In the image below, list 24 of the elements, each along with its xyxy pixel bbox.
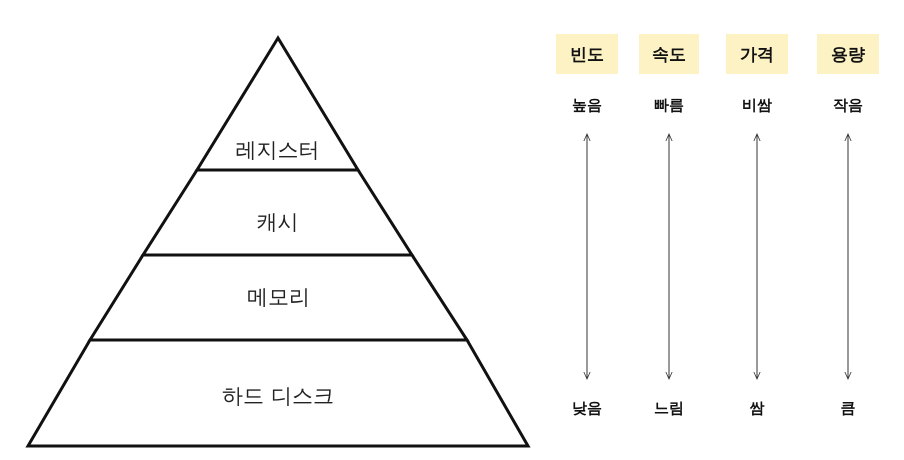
value-label: 느림 <box>644 395 694 421</box>
value-label: 큼 <box>823 395 873 421</box>
double-arrow <box>844 134 852 380</box>
pyramid-level <box>90 255 467 340</box>
level-label: 캐시 <box>256 209 300 236</box>
double-arrow <box>665 134 673 380</box>
value-label: 낮음 <box>562 395 612 421</box>
column-header: 속도 <box>639 34 699 74</box>
value-label: 높음 <box>562 92 612 118</box>
double-arrow <box>583 134 591 380</box>
pyramid-level <box>143 170 412 255</box>
pyramid-level <box>197 38 358 170</box>
level-label: 레지스터 <box>234 137 320 164</box>
pyramid-level <box>28 340 528 446</box>
column-header: 빈도 <box>556 34 618 74</box>
double-arrow <box>753 134 761 380</box>
level-label: 메모리 <box>246 284 311 311</box>
value-label: 빠름 <box>644 92 694 118</box>
value-label: 비쌈 <box>732 92 782 118</box>
level-label: 하드 디스크 <box>221 383 335 410</box>
value-label: 작음 <box>823 92 873 118</box>
column-header: 가격 <box>726 34 788 74</box>
column-header: 용량 <box>817 34 879 74</box>
value-label: 쌈 <box>732 395 782 421</box>
